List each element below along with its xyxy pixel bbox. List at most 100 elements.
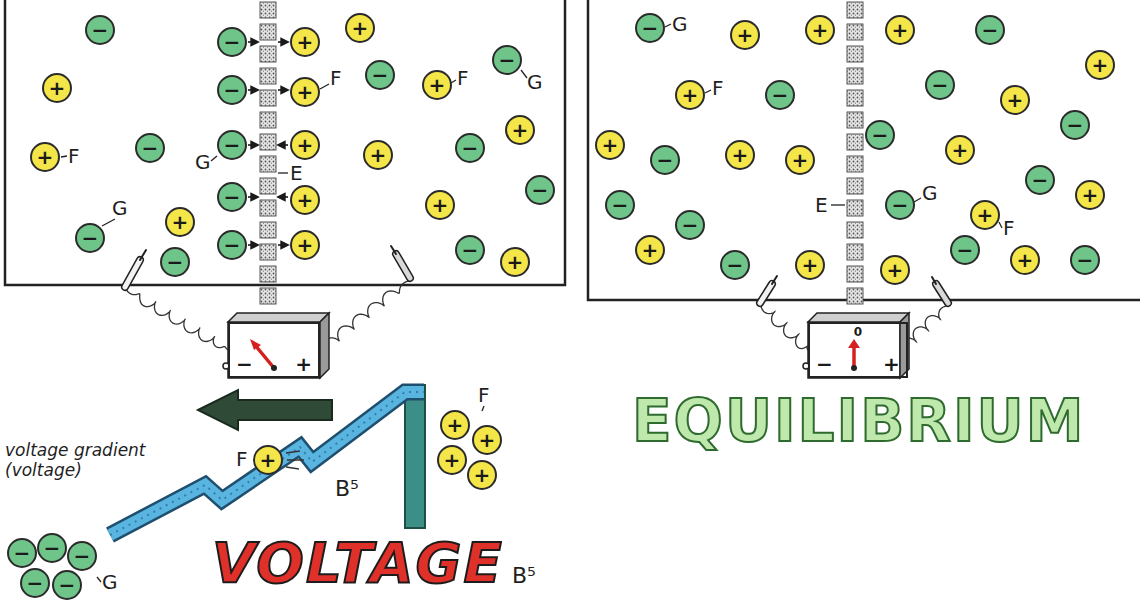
bolt-fill [110, 392, 424, 535]
ion-circle: − [605, 190, 635, 220]
ion-circle: + [165, 207, 195, 237]
ion-charge: + [297, 235, 314, 255]
ion-circle: + [1085, 50, 1115, 80]
ion-charge: + [447, 415, 464, 435]
label-anchor: F [1003, 218, 1015, 239]
ion-charge: + [682, 85, 699, 105]
art-shape [900, 313, 909, 378]
ion-circle: + [725, 140, 755, 170]
label-anchor: G [922, 183, 938, 204]
ion-charge: − [92, 20, 109, 40]
ion-charge: − [532, 180, 549, 200]
leader-line [705, 90, 711, 93]
ion-charge: + [352, 18, 369, 38]
part-letter: E [815, 195, 828, 215]
ion-circle: − [20, 568, 50, 598]
ion-charge: − [224, 187, 241, 207]
ion-charge: + [792, 150, 809, 170]
ion-charge: + [642, 240, 659, 260]
leader-lines [61, 24, 1002, 582]
membrane-channel [847, 266, 863, 282]
membrane-channel [260, 68, 276, 84]
ion-circle: + [30, 142, 60, 172]
membrane-channel [847, 178, 863, 194]
ion-charge: − [27, 573, 44, 593]
part-code: B⁵ [335, 478, 359, 500]
art-shape [760, 284, 772, 303]
membrane-channel [260, 2, 276, 18]
leader-line [482, 406, 484, 411]
ion-charge: − [224, 80, 241, 100]
membrane-channel [260, 266, 276, 282]
membrane-channel [847, 68, 863, 84]
ion-charge: − [957, 240, 974, 260]
ion-charge: − [1077, 250, 1094, 270]
ion-charge: + [812, 20, 829, 40]
art-shape [848, 339, 860, 348]
ion-circle: + [290, 77, 320, 107]
ion-charge: − [142, 138, 159, 158]
ion-circle: − [37, 533, 67, 563]
membrane-channel [260, 46, 276, 62]
ion-circle: − [925, 70, 955, 100]
art-shape [808, 313, 909, 322]
membrane-channel [260, 288, 276, 304]
art-shape [320, 313, 329, 378]
art-shape [286, 451, 300, 453]
leader-line [211, 156, 217, 161]
ion-charge: + [1017, 250, 1034, 270]
membrane [260, 2, 863, 304]
part-letter: F [236, 449, 248, 469]
ion-charge: + [432, 195, 449, 215]
art-shape [936, 284, 948, 303]
ion-charge: + [37, 147, 54, 167]
ion-charge: + [802, 255, 819, 275]
leader-line [278, 172, 288, 173]
art-shape [808, 322, 900, 378]
membrane-channel [260, 112, 276, 128]
ion-charge: − [372, 65, 389, 85]
flux-arrow [248, 244, 258, 246]
ion-circle: + [970, 200, 1000, 230]
membrane-channel [847, 46, 863, 62]
ion-circle: + [880, 255, 910, 285]
art-shape [125, 260, 140, 287]
ion-charge: − [642, 18, 659, 38]
ion-charge: − [657, 150, 674, 170]
ion-charge: + [737, 25, 754, 45]
ion-circle: − [1070, 245, 1100, 275]
coiled-wire [320, 280, 410, 350]
ion-circle: + [345, 13, 375, 43]
ion-circle: + [505, 115, 535, 145]
ion-circle: + [422, 70, 452, 100]
leader-line [999, 222, 1002, 228]
ion-circle: − [675, 210, 705, 240]
part-letter: F [330, 68, 342, 88]
bolt-outline [110, 392, 424, 535]
ion-circle: + [1010, 245, 1040, 275]
membrane-channel [847, 200, 863, 216]
leader-line [102, 219, 115, 226]
bolt-texture [110, 392, 424, 535]
ion-charge: − [982, 20, 999, 40]
ion-charge: − [727, 255, 744, 275]
motion-lines [286, 451, 304, 469]
membrane-channel [260, 222, 276, 238]
ion-charge: − [224, 235, 241, 255]
ion-circle: + [635, 235, 665, 265]
ion-charge: − [462, 138, 479, 158]
part-letter: G [922, 183, 938, 203]
ion-circle: − [720, 250, 750, 280]
art-shape [760, 284, 772, 303]
ion-circle: + [730, 20, 760, 50]
part-letter: E [290, 163, 303, 183]
ion-charge: + [479, 430, 496, 450]
ion-charge: + [297, 82, 314, 102]
meter-sign: − [816, 354, 858, 374]
label-anchor: voltage gradient (voltage) [5, 440, 170, 481]
art-shape [851, 365, 857, 371]
leader-line [320, 84, 329, 89]
